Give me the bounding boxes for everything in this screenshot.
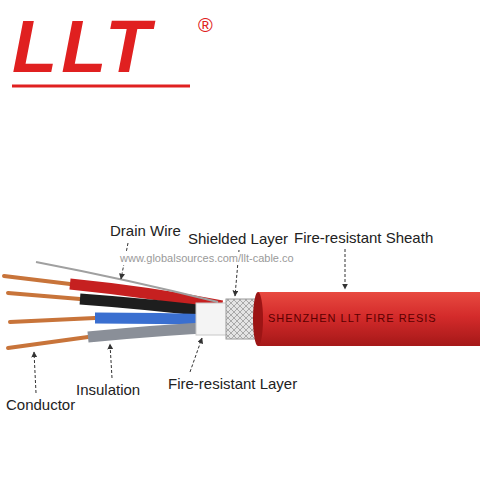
cable-marking: SHENZHEN LLT FIRE RESIS [266,312,439,325]
part-label: Drain Wire [108,222,183,239]
part-label: Fire-resistant Layer [166,375,299,392]
part-label: Conductor [4,396,77,413]
part-label: Shielded Layer [186,230,290,247]
drain-wire [36,262,218,302]
part-label: Insulation [74,381,142,398]
part-label: Fire-resistant Sheath [292,229,435,246]
registered-mark: ® [196,14,215,37]
cable-sheath [258,292,480,346]
brand-logo: LLT [10,4,156,89]
watermark: www.globalsources.com/llt-cable.co [118,252,296,265]
sheath-end [253,292,263,346]
